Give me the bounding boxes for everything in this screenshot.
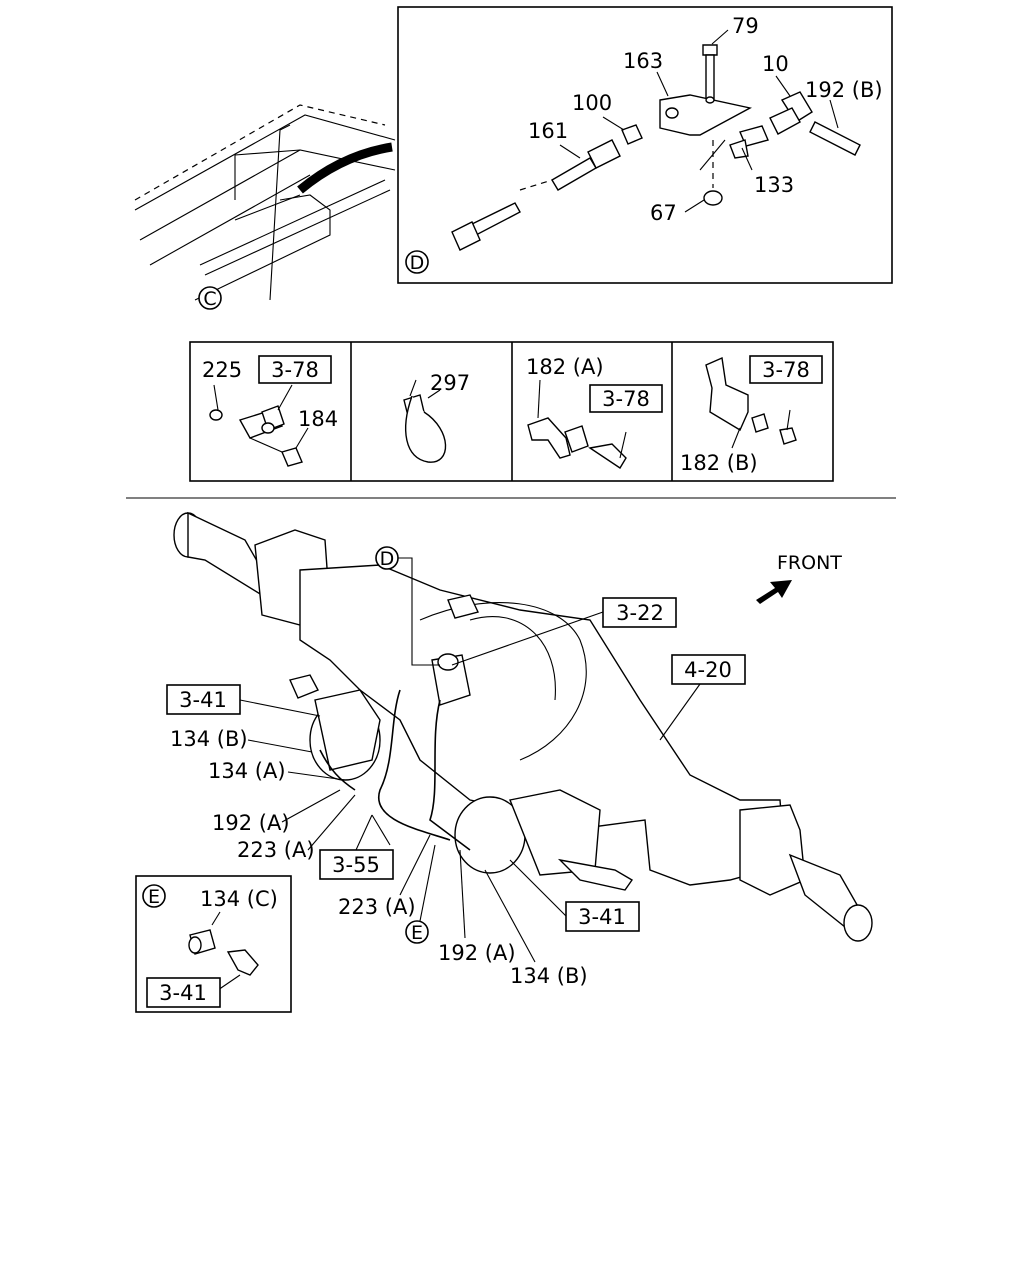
marker-e-detail-circle	[142, 884, 166, 908]
callout-297: 297	[430, 371, 470, 395]
ref-box-355	[319, 849, 394, 880]
detail-d-leaders	[559, 29, 839, 213]
callout-67: 67	[650, 201, 677, 225]
ref-355: 3-55	[332, 853, 380, 877]
front-arrow-icon	[756, 580, 792, 604]
cell-bracket-182a	[527, 379, 627, 469]
ref-322: 3-22	[616, 601, 664, 625]
ref-341-b: 3-41	[578, 905, 626, 929]
callout-192b: 192 (B)	[805, 78, 883, 102]
marker-c: C	[203, 288, 216, 310]
ref-box-341-c	[146, 977, 221, 1008]
marker-d-detail: D	[410, 252, 425, 274]
detail-e-parts	[188, 911, 259, 991]
ref-box-378-c	[749, 355, 823, 384]
ref-box-420	[671, 654, 746, 685]
callout-163: 163	[623, 49, 663, 73]
callout-134b-1: 134 (B)	[170, 727, 248, 751]
callout-100: 100	[572, 91, 612, 115]
ref-341-a: 3-41	[179, 688, 227, 712]
callout-10: 10	[762, 52, 789, 76]
ref-box-341-a	[166, 684, 241, 715]
front-label: FRONT	[777, 552, 842, 574]
ref-378-c: 3-78	[762, 358, 810, 382]
callout-184: 184	[298, 407, 338, 431]
ref-box-341-b	[565, 901, 640, 932]
callout-182a: 182 (A)	[526, 355, 604, 379]
callout-161: 161	[528, 119, 568, 143]
ref-378-b: 3-78	[602, 387, 650, 411]
callout-182b: 182 (B)	[680, 451, 758, 475]
ref-box-378-a	[258, 355, 332, 384]
cell-clip-184	[209, 384, 309, 467]
callout-223a-2: 223 (A)	[338, 895, 416, 919]
ref-box-378-b	[589, 384, 663, 413]
callout-79: 79	[732, 14, 759, 38]
cell-bracket-182b	[705, 356, 797, 449]
marker-e-main: E	[411, 922, 423, 944]
marker-d-main: D	[380, 548, 395, 570]
ref-420: 4-20	[684, 658, 732, 682]
detail-d-frame	[397, 6, 893, 284]
callout-134a: 134 (A)	[208, 759, 286, 783]
rear-axle-assembly	[173, 511, 873, 942]
marker-e-main-circle	[405, 920, 429, 944]
marker-d-circle	[405, 250, 429, 274]
detail-d-parts	[451, 44, 861, 251]
marker-c-circle	[198, 286, 222, 310]
callout-134b-2: 134 (B)	[510, 964, 588, 988]
callout-225: 225	[202, 358, 242, 382]
callout-133: 133	[754, 173, 794, 197]
callout-223a-1: 223 (A)	[237, 838, 315, 862]
callout-192a-2: 192 (A)	[438, 941, 516, 965]
callout-134c: 134 (C)	[200, 887, 278, 911]
ref-341-c: 3-41	[159, 981, 207, 1005]
cell-tie-297	[403, 379, 447, 463]
ref-378-a: 3-78	[271, 358, 319, 382]
frame-rail-sketch	[134, 104, 396, 301]
callout-192a-1: 192 (A)	[212, 811, 290, 835]
marker-e-detail: E	[148, 886, 160, 908]
